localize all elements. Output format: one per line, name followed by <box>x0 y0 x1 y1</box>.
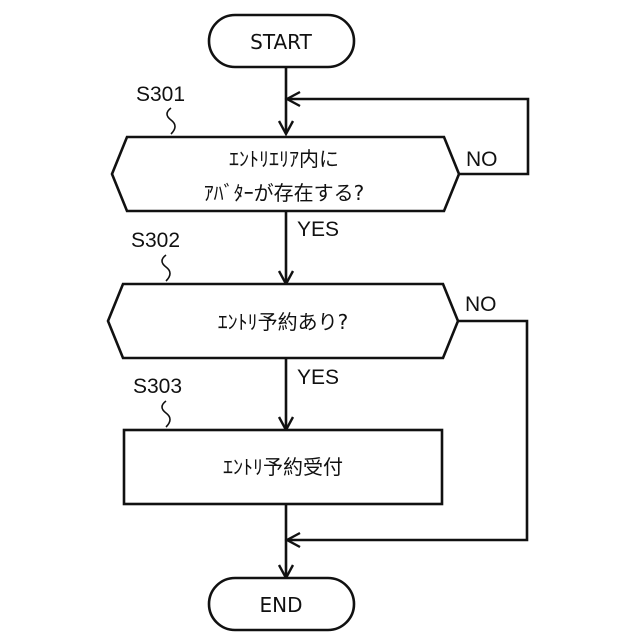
s302-yes-label: YES <box>297 366 339 389</box>
decision-s301-line1: ｴﾝﾄﾘｴﾘｱ内に <box>229 147 339 171</box>
s301-yes-label: YES <box>297 218 339 241</box>
step-label-s301: S301 <box>136 83 185 106</box>
s302-no-label: NO <box>465 293 497 316</box>
step-label-s303: S303 <box>133 375 182 398</box>
start-label: START <box>250 30 312 54</box>
decision-s302-text: ｴﾝﾄﾘ予約あり? <box>218 310 349 334</box>
leader-s303 <box>162 401 170 427</box>
s301-no-label: NO <box>466 148 498 171</box>
step-label-s302: S302 <box>131 229 180 252</box>
leader-s302 <box>162 255 170 281</box>
leader-s301 <box>167 108 175 134</box>
decision-s301-line2: ｱﾊﾞﾀｰが存在する? <box>204 181 365 205</box>
process-s303-text: ｴﾝﾄﾘ予約受付 <box>223 455 343 479</box>
end-label: END <box>260 593 303 617</box>
